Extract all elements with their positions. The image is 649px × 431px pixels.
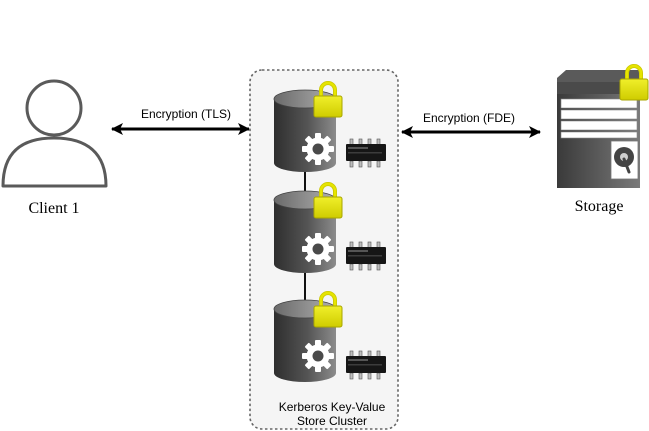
cluster-label-line-2: Store Cluster [296, 414, 368, 428]
cluster-node-3 [273, 291, 344, 383]
cluster-label-line-1: Kerberos Key-Value [278, 400, 386, 414]
gear-icon [302, 233, 334, 265]
storage-label: Storage [574, 198, 624, 215]
client-label: Client 1 [28, 200, 80, 217]
tls-link-label: Encryption (TLS) [140, 107, 232, 121]
cluster-label: Kerberos Key-Value Store Cluster [262, 400, 402, 428]
gear-icon [302, 133, 334, 165]
client-user-icon [1, 79, 108, 188]
cluster-node-1 [273, 81, 344, 173]
cluster-node-2 [273, 182, 344, 274]
disk-icon [610, 140, 639, 180]
fde-link-label: Encryption (FDE) [422, 111, 516, 125]
gear-icon [302, 340, 334, 372]
